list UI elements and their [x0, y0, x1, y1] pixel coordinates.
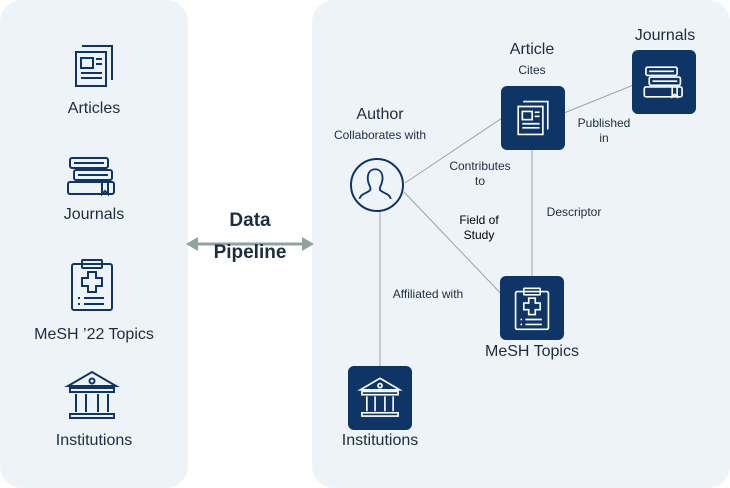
- pipeline-label-line2: Pipeline: [213, 242, 287, 263]
- institution-icon: [64, 370, 120, 419]
- edge-label-published-in-line1: Published: [577, 116, 631, 130]
- edge-label-field-of-study: Field of Study: [444, 213, 514, 243]
- left-item-institutions-label: Institutions: [55, 432, 133, 449]
- mesh-node-icon: [514, 287, 550, 331]
- left-item-mesh-label: MeSH ’22 Topics: [34, 326, 154, 343]
- edge-author-mesh: [403, 191, 508, 301]
- edge-label-field-of-study-line2: Study: [463, 228, 495, 242]
- journals-node-icon: [643, 66, 683, 99]
- edge-label-affiliated-with: Affiliated with: [392, 287, 464, 301]
- institutions-node-title: Institutions: [341, 432, 419, 449]
- pipeline-label-line1: Data: [229, 210, 271, 231]
- article-node-title: Article: [509, 41, 555, 58]
- clipboard-medical-icon: [71, 259, 113, 311]
- institutions-node-icon: [357, 377, 403, 417]
- left-panel: [0, 0, 188, 488]
- edge-label-field-of-study-line1: Field of: [459, 213, 499, 227]
- edge-label-published-in-line2: in: [599, 131, 609, 145]
- edge-label-contributes-to: Contributes to: [440, 159, 520, 189]
- edge-author-article: [404, 117, 503, 184]
- left-item-journals-label: Journals: [63, 206, 125, 223]
- edge-article-journals: [563, 83, 637, 114]
- article-node-subtitle: Cites: [518, 63, 546, 77]
- mesh-node: [500, 276, 564, 340]
- author-node-subtitle: Collaborates with: [333, 128, 427, 142]
- books-icon: [67, 157, 115, 197]
- edge-label-published-in: Published in: [568, 116, 640, 146]
- author-node: [350, 158, 404, 212]
- person-icon: [358, 168, 392, 200]
- journals-node-title: Journals: [634, 27, 696, 44]
- institutions-node: [348, 366, 412, 430]
- mesh-node-title: MeSH Topics: [485, 343, 579, 360]
- article-node-icon: [517, 100, 549, 136]
- article-node: [501, 86, 565, 150]
- article-icon: [75, 45, 113, 87]
- journals-node: [632, 50, 696, 114]
- left-item-articles-label: Articles: [67, 100, 121, 117]
- pipeline-double-arrow: [186, 237, 314, 251]
- edge-label-contributes-to-line1: Contributes: [449, 159, 511, 173]
- pipeline-label: Data Pipeline: [204, 210, 296, 270]
- edge-label-contributes-to-line2: to: [474, 174, 485, 188]
- author-node-title: Author: [356, 106, 404, 123]
- edge-label-descriptor: Descriptor: [546, 205, 602, 219]
